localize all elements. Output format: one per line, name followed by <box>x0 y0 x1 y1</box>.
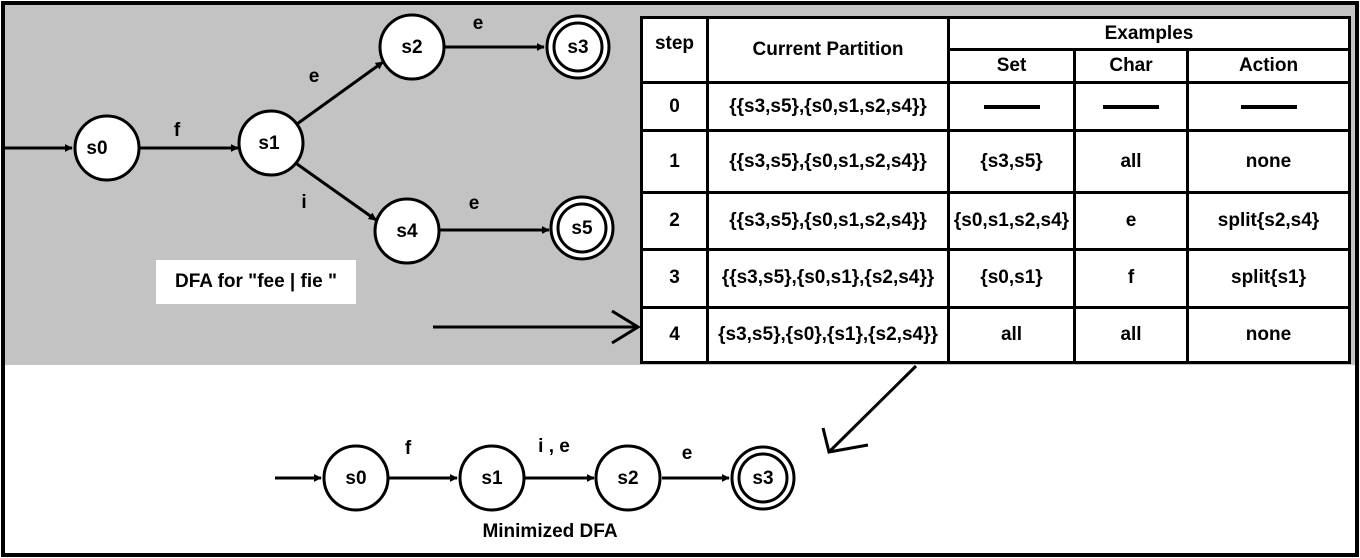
cell-partition: {{s3,s5},{s0,s1,s2,s4}} <box>706 191 950 251</box>
cell-action: none <box>1186 305 1351 365</box>
original-dfa-caption: DFA for "fee | fie " <box>156 260 356 304</box>
min-state-s1: s1 <box>458 444 526 512</box>
header-action: Action <box>1186 48 1351 85</box>
cell-set: {s0,s1} <box>947 247 1076 309</box>
min-state-s3: s3 <box>730 445 796 511</box>
min-state-label-s0: s0 <box>345 468 366 489</box>
state-s2: s2 <box>378 13 446 81</box>
table-header-row-1: step Current Partition Examples <box>640 15 1351 85</box>
cell-action: split{s1} <box>1186 247 1351 309</box>
min-state-s2: s2 <box>594 444 662 512</box>
table-header-row-2: Set Char Action <box>642 48 1351 85</box>
cell-set: {s0,s1,s2,s4} <box>947 191 1076 251</box>
cell-partition: {{s3,s5},{s0,s1,s2,s4}} <box>706 81 950 133</box>
min-state-label-s1: s1 <box>481 468 503 489</box>
cell-step: 1 <box>640 129 709 195</box>
dash-mark <box>1240 104 1297 109</box>
min-state-label-s2: s2 <box>617 468 638 489</box>
edge-label-e-s4-s5: e <box>469 193 480 214</box>
cell-set <box>947 81 1076 133</box>
cell-action: none <box>1186 129 1351 195</box>
minimize-arrowhead <box>821 427 869 454</box>
state-s5: s5 <box>549 195 615 261</box>
edge-s1-s2 <box>296 60 384 126</box>
min-edge-label-ie: i , e <box>538 436 570 457</box>
min-state-label-s3: s3 <box>752 468 773 489</box>
final-row-arrowhead <box>611 309 641 345</box>
cell-partition: {{s3,s5},{s0,s1,s2,s4}} <box>706 129 950 195</box>
cell-partition: {s3,s5},{s0},{s1},{s2,s4}} <box>706 305 950 365</box>
cell-set: all <box>947 305 1076 365</box>
state-label-s4: s4 <box>396 221 418 242</box>
min-state-s0: s0 <box>322 444 390 512</box>
min-edge-label-f: f <box>405 438 412 459</box>
cell-char: all <box>1073 305 1189 365</box>
cell-set: {s3,s5} <box>947 129 1076 195</box>
state-label-s0: s0 <box>86 138 107 159</box>
cell-step: 2 <box>640 191 709 251</box>
cell-char <box>1073 81 1189 133</box>
edge-label-i: i <box>301 192 306 213</box>
table-row: 4 {s3,s5},{s0},{s1},{s2,s4}} all all non… <box>640 305 1351 365</box>
state-label-s1: s1 <box>258 133 280 154</box>
cell-char: e <box>1073 191 1189 251</box>
edge-label-f: f <box>174 120 181 141</box>
state-s4: s4 <box>373 197 441 265</box>
cell-partition: {{s3,s5},{s0,s1},{s2,s4}} <box>706 247 950 309</box>
cell-step: 0 <box>640 81 709 133</box>
header-char: Char <box>1073 48 1189 85</box>
cell-action <box>1186 81 1351 133</box>
partition-table: step Current Partition Examples Set Char… <box>640 15 1351 365</box>
state-s3: s3 <box>545 14 611 80</box>
table-row: 0 {{s3,s5},{s0,s1,s2,s4}} <box>640 81 1351 133</box>
state-s1: s1 <box>237 109 305 177</box>
cell-action: split{s2,s4} <box>1186 191 1351 251</box>
minimized-dfa-caption: Minimized DFA <box>482 521 618 542</box>
header-set: Set <box>947 48 1076 85</box>
edge-s1-s4 <box>296 162 377 222</box>
cell-step: 3 <box>640 247 709 309</box>
table-row: 1 {{s3,s5},{s0,s1,s2,s4}} {s3,s5} all no… <box>640 129 1351 195</box>
dash-mark <box>1103 104 1159 109</box>
table-row: 3 {{s3,s5},{s0,s1},{s2,s4}} {s0,s1} f sp… <box>640 247 1351 309</box>
minimize-arrow <box>827 364 918 454</box>
cell-step: 4 <box>640 305 709 365</box>
header-examples: Examples <box>947 15 1351 52</box>
table-row: 2 {{s3,s5},{s0,s1,s2,s4}} {s0,s1,s2,s4} … <box>640 191 1351 251</box>
min-edge-label-e: e <box>682 443 693 464</box>
cell-char: f <box>1073 247 1189 309</box>
state-label-s5: s5 <box>571 218 593 239</box>
cell-char: all <box>1073 129 1189 195</box>
state-label-s3: s3 <box>567 37 588 58</box>
edge-label-e-s2-s3: e <box>473 13 484 34</box>
state-label-s2: s2 <box>401 37 422 58</box>
header-current-partition: Current Partition <box>706 15 950 85</box>
state-s0: s0 <box>73 114 141 182</box>
edge-label-e-s1-s2: e <box>309 66 320 87</box>
header-step: step <box>640 15 709 85</box>
dash-mark <box>983 104 1040 109</box>
